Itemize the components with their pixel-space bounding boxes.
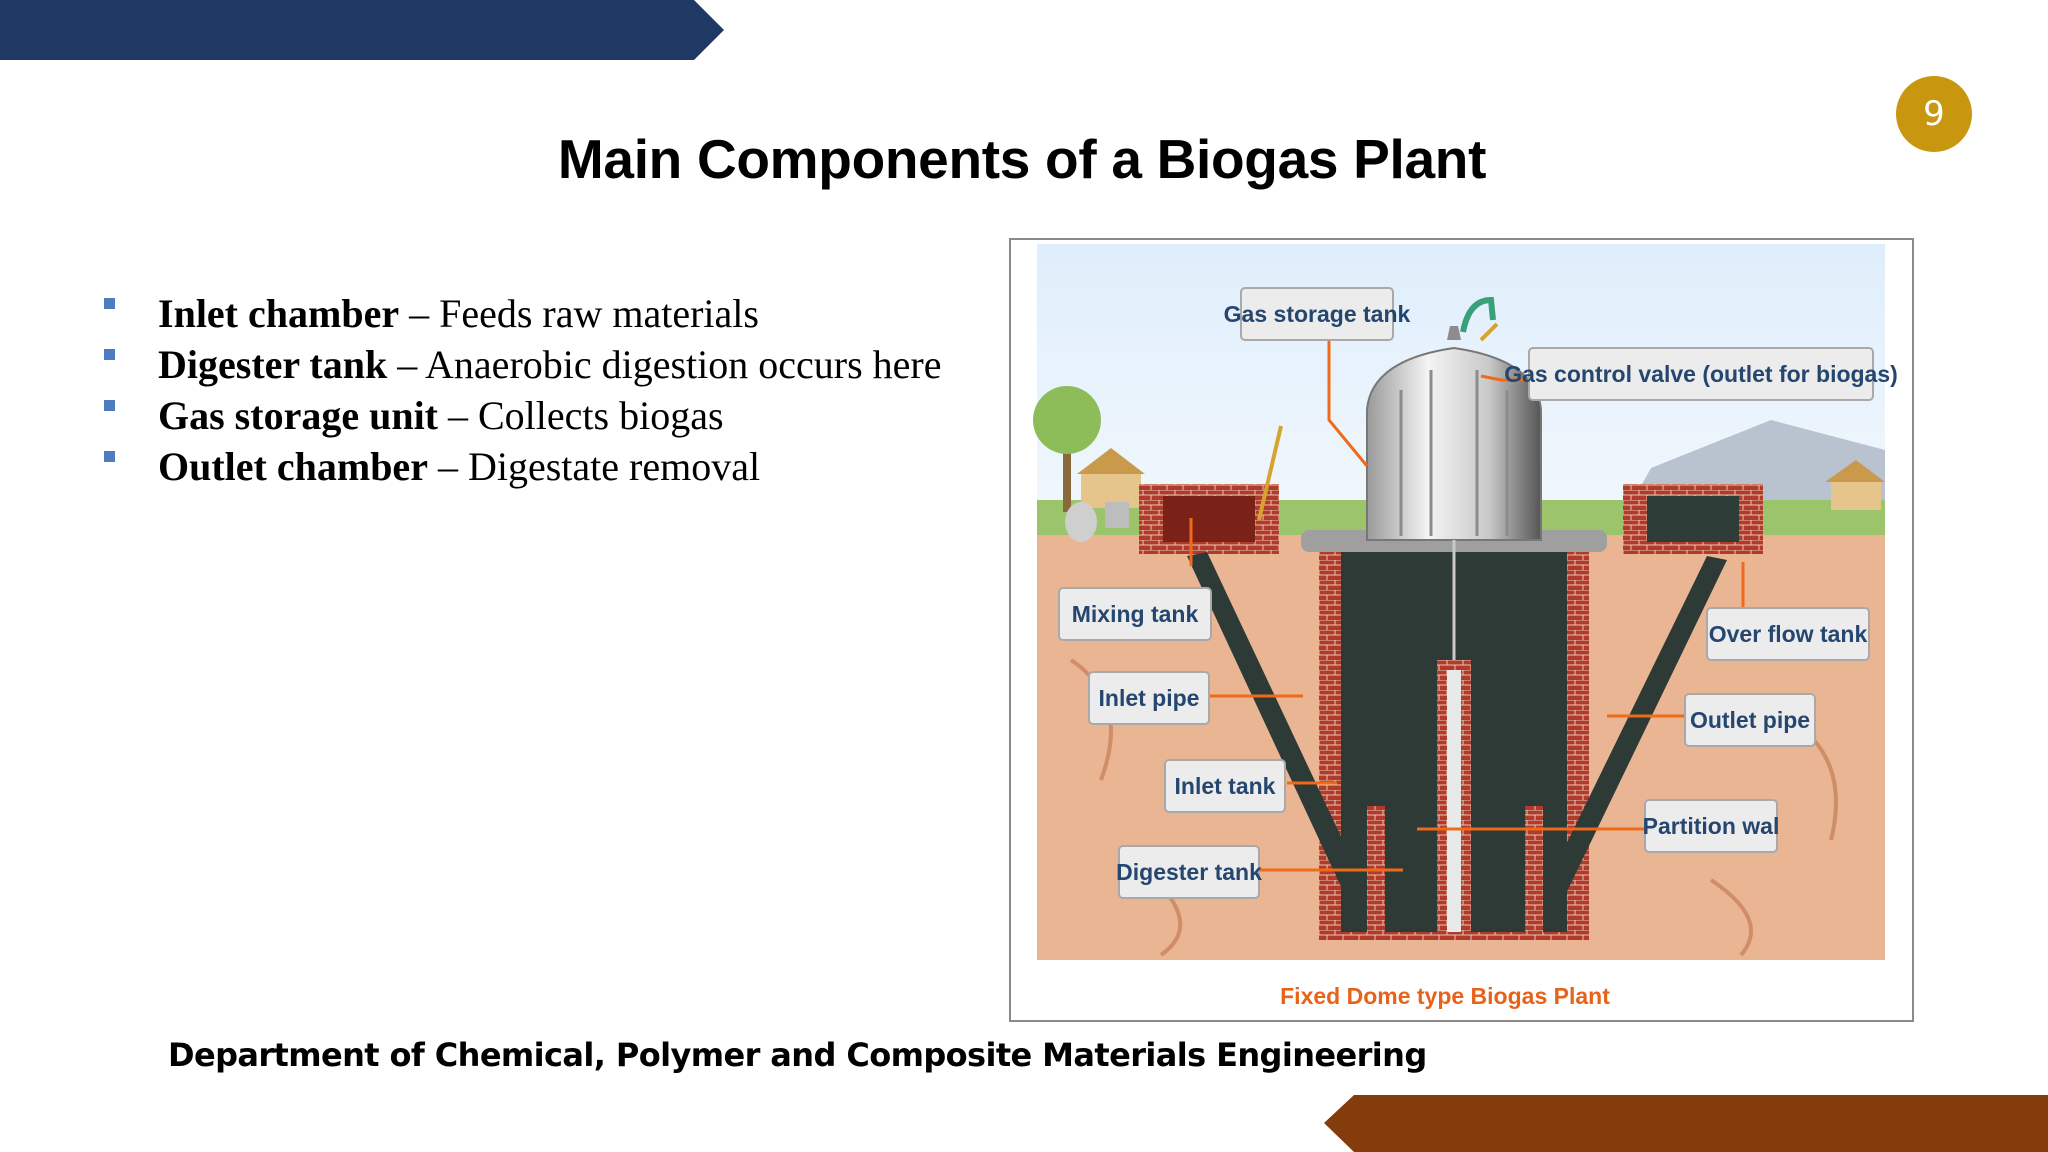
bullet-description: – Digestate removal [427, 444, 761, 489]
department-footer: Department of Chemical, Polymer and Comp… [168, 1036, 1427, 1074]
bullet-item: Digester tank – Anaerobic digestion occu… [100, 339, 1000, 390]
square-bullet-icon [104, 349, 115, 360]
outlet-pipe-shape [1539, 556, 1727, 908]
pot [1065, 502, 1097, 542]
label-leader-lines [1189, 336, 1745, 872]
bullet-term: Gas storage unit [158, 393, 438, 438]
label-over-flow-tank: Over flow tank [1706, 607, 1870, 661]
square-bullet-icon [104, 298, 115, 309]
bullet-item: Gas storage unit – Collects biogas [100, 390, 1000, 441]
label-text: Digester tank [1116, 859, 1262, 885]
square-bullet-icon [104, 451, 115, 462]
bullet-list: Inlet chamber – Feeds raw materials Dige… [100, 288, 1000, 492]
label-mixing-tank: Mixing tank [1058, 587, 1212, 641]
label-text: Inlet pipe [1099, 685, 1200, 711]
bullet-item: Inlet chamber – Feeds raw materials [100, 288, 1000, 339]
label-outlet-pipe: Outlet pipe [1684, 693, 1816, 747]
label-text: Mixing tank [1072, 601, 1199, 627]
bullet-description: – Collects biogas [438, 393, 724, 438]
bottom-banner [1324, 1095, 2048, 1152]
label-gas-storage-tank: Gas storage tank [1224, 287, 1411, 341]
bucket [1105, 502, 1129, 528]
label-gas-control-valve: Gas control valve (outlet for biogas) [1504, 347, 1898, 401]
label-text: Over flow tank [1709, 621, 1868, 647]
top-banner [0, 0, 724, 60]
page-number-badge: 9 [1896, 76, 1972, 152]
bullet-description: – Feeds raw materials [399, 291, 759, 336]
label-text: Outlet pipe [1690, 707, 1810, 733]
label-text: Gas control valve (outlet for biogas) [1504, 361, 1898, 387]
label-text: Gas storage tank [1224, 301, 1411, 327]
label-partition-wall: Partition wal [1643, 799, 1780, 853]
slide-title: Main Components of a Biogas Plant [557, 128, 1487, 190]
label-text: Inlet tank [1175, 773, 1276, 799]
diagram-illustration: Gas storage tank Gas control valve (outl… [1033, 240, 1898, 1009]
bullet-term: Digester tank [158, 342, 388, 387]
square-bullet-icon [104, 400, 115, 411]
bullet-term: Inlet chamber [158, 291, 400, 336]
bullet-term: Outlet chamber [158, 444, 428, 489]
bullet-description: – Anaerobic digestion occurs here [387, 342, 942, 387]
label-inlet-tank: Inlet tank [1164, 759, 1286, 813]
hut-right [1831, 480, 1881, 510]
label-text: Partition wal [1643, 813, 1780, 839]
tree-canopy [1033, 386, 1101, 454]
inlet-pipe-shape [1187, 552, 1371, 908]
tree-trunk [1063, 440, 1071, 512]
biogas-plant-diagram: Gas storage tank Gas control valve (outl… [1009, 238, 1914, 1022]
diagram-caption: Fixed Dome type Biogas Plant [1280, 983, 1610, 1009]
gas-valve-pipe [1460, 296, 1496, 333]
label-inlet-pipe: Inlet pipe [1088, 671, 1210, 725]
page-number: 9 [1923, 94, 1945, 134]
label-digester-tank: Digester tank [1116, 845, 1262, 899]
bullet-item: Outlet chamber – Digestate removal [100, 441, 1000, 492]
